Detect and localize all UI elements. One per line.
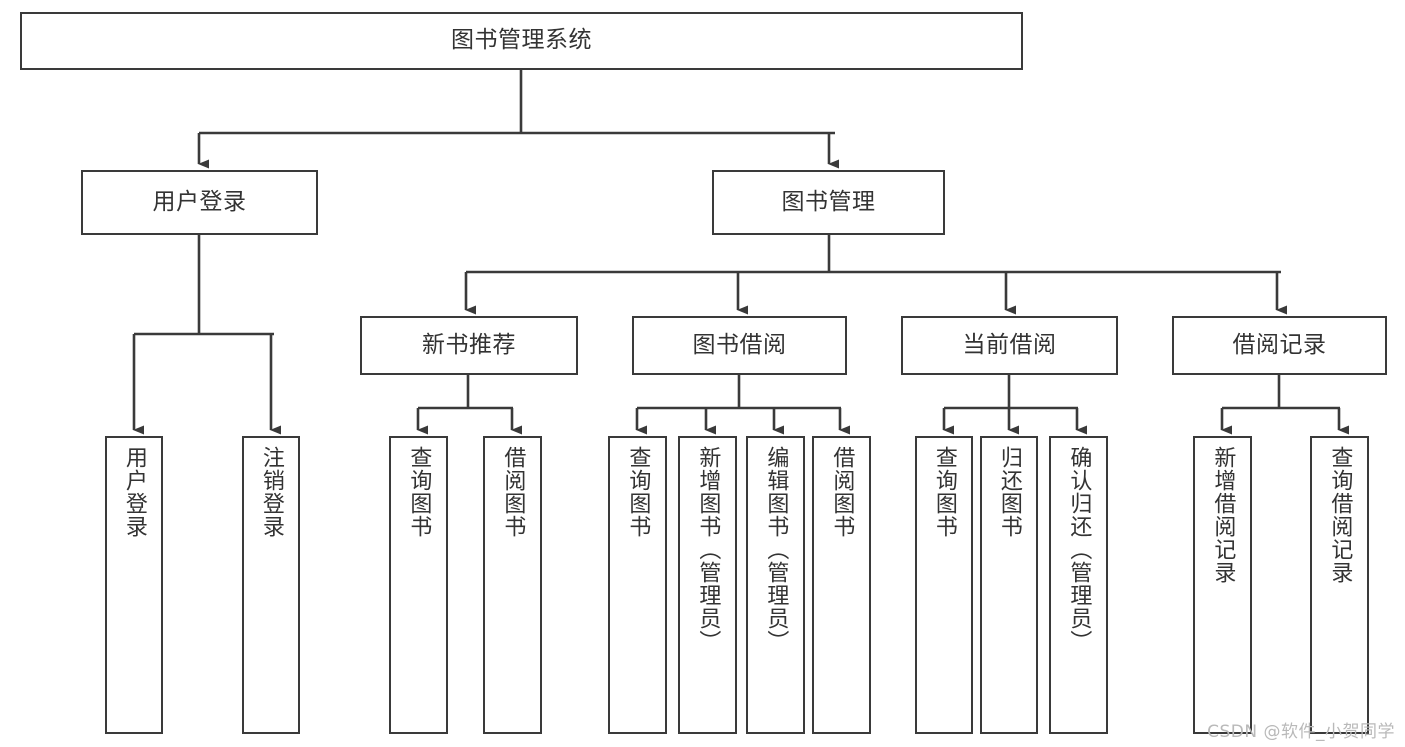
leaf-borrow-record-query[interactable]: 查询借阅记录 xyxy=(1310,436,1369,734)
node-label: 归还图书 xyxy=(996,446,1022,538)
node-label: 查询图书 xyxy=(931,446,957,538)
node-label: 借阅图书 xyxy=(829,446,855,538)
node-label: 新增借阅记录 xyxy=(1210,446,1236,584)
node-label: 查询图书 xyxy=(406,446,432,538)
node-label: 用户登录 xyxy=(152,188,247,215)
leaf-current-borrow-confirm-admin[interactable]: 确认归还（管理员） xyxy=(1049,436,1108,734)
node-label: 图书管理系统 xyxy=(451,27,592,54)
node-book-borrow[interactable]: 图书借阅 xyxy=(632,316,847,375)
node-label: 借阅图书 xyxy=(500,446,526,538)
leaf-user-login-signin[interactable]: 用户登录 xyxy=(105,436,163,734)
node-borrow-record[interactable]: 借阅记录 xyxy=(1172,316,1387,375)
node-current-borrow[interactable]: 当前借阅 xyxy=(901,316,1118,375)
node-label: 借阅记录 xyxy=(1232,331,1327,358)
node-label: 确认归还（管理员） xyxy=(1066,446,1092,653)
node-new-book-recommend[interactable]: 新书推荐 xyxy=(360,316,578,375)
node-root-system[interactable]: 图书管理系统 xyxy=(20,12,1023,70)
node-book-management[interactable]: 图书管理 xyxy=(712,170,945,235)
node-user-login[interactable]: 用户登录 xyxy=(81,170,318,235)
csdn-watermark: CSDN @软件_小贺同学 xyxy=(1207,722,1395,742)
leaf-current-borrow-return[interactable]: 归还图书 xyxy=(980,436,1038,734)
node-label: 图书借阅 xyxy=(692,331,787,358)
node-label: 查询借阅记录 xyxy=(1327,446,1353,584)
leaf-user-login-signout[interactable]: 注销登录 xyxy=(242,436,300,734)
leaf-new-book-query[interactable]: 查询图书 xyxy=(389,436,448,734)
leaf-book-borrow-borrow[interactable]: 借阅图书 xyxy=(812,436,871,734)
node-label: 用户登录 xyxy=(121,446,147,538)
leaf-new-book-borrow[interactable]: 借阅图书 xyxy=(483,436,542,734)
node-label: 编辑图书（管理员） xyxy=(763,446,789,653)
leaf-borrow-record-add[interactable]: 新增借阅记录 xyxy=(1193,436,1252,734)
node-label: 新增图书（管理员） xyxy=(695,446,721,653)
node-label: 查询图书 xyxy=(625,446,651,538)
leaf-book-borrow-edit-admin[interactable]: 编辑图书（管理员） xyxy=(746,436,805,734)
leaf-current-borrow-query[interactable]: 查询图书 xyxy=(915,436,973,734)
leaf-book-borrow-query[interactable]: 查询图书 xyxy=(608,436,667,734)
node-label: 当前借阅 xyxy=(962,331,1057,358)
leaf-book-borrow-add-admin[interactable]: 新增图书（管理员） xyxy=(678,436,737,734)
node-label: 图书管理 xyxy=(781,188,876,215)
node-label: 新书推荐 xyxy=(422,331,516,358)
node-label: 注销登录 xyxy=(258,446,284,538)
